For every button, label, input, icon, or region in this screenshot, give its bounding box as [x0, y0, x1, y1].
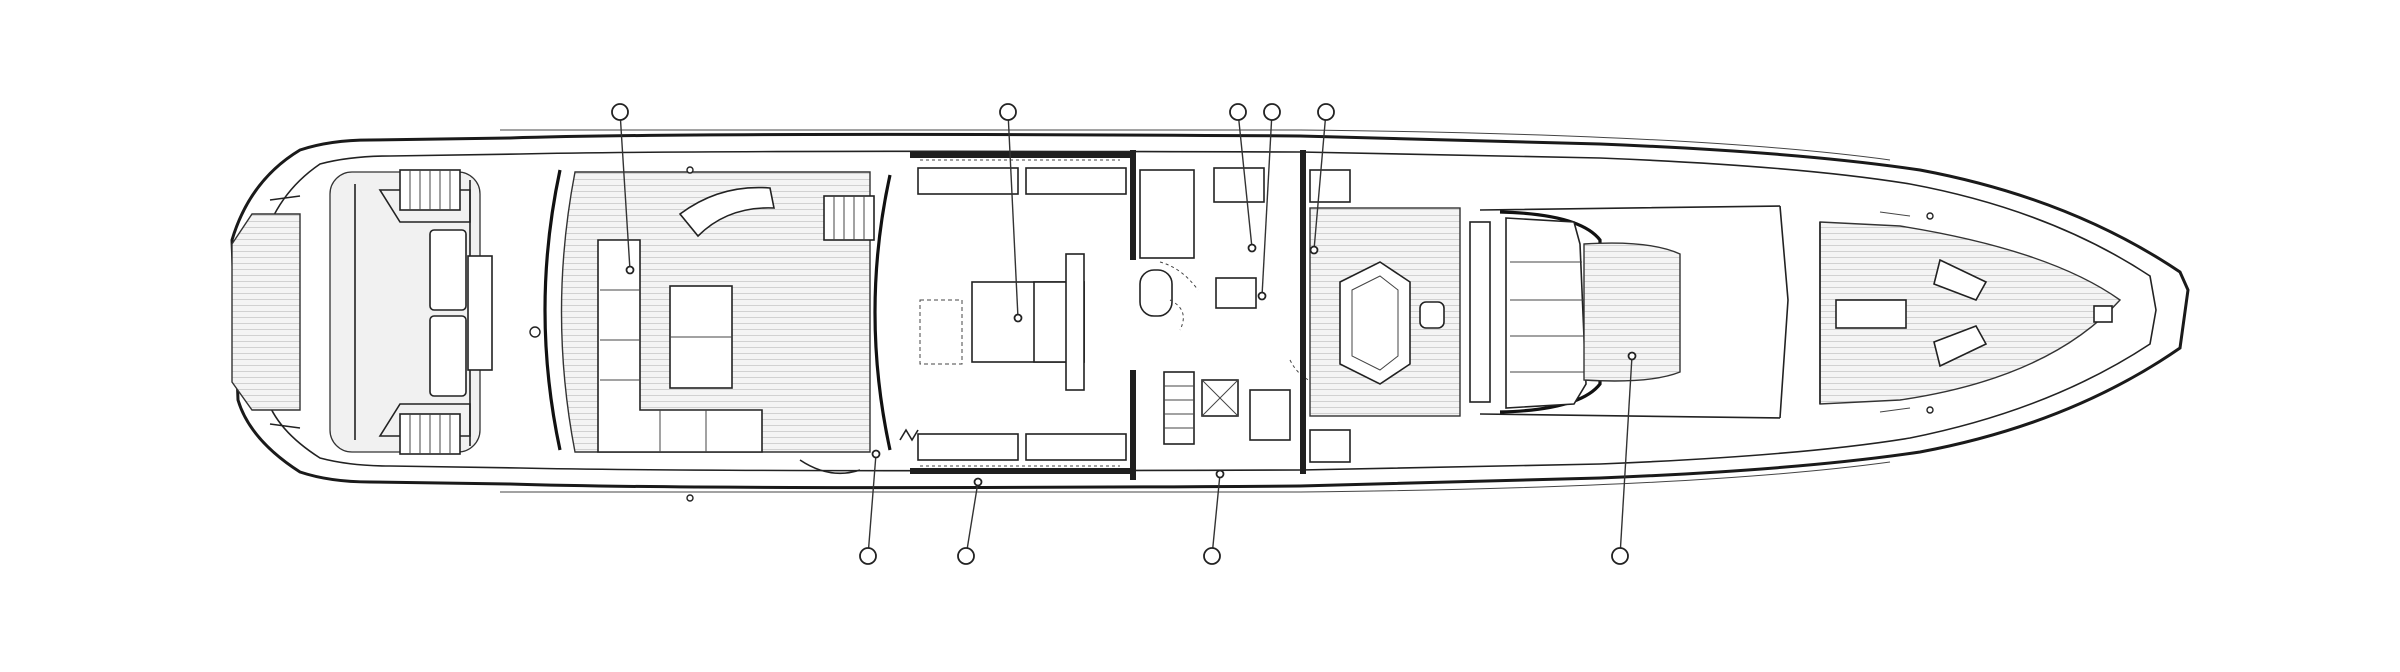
stairs-down: [1163, 371, 1195, 445]
callout-5-anchor: [1309, 245, 1319, 255]
callout-4-anchor: [1257, 291, 1267, 301]
callout-7-anchor: [973, 477, 983, 487]
callout-3: [1229, 103, 1257, 253]
saloon-curved-sofa: [678, 186, 775, 238]
wheelhouse-dash: [1469, 221, 1491, 403]
lower-partition: [910, 468, 1130, 474]
callout-6-leader: [867, 453, 877, 557]
callout-1-badge: [611, 103, 629, 121]
bow-sunpad: [1835, 299, 1907, 329]
callout-1-leader: [619, 111, 631, 271]
bow-lounger-top: [1933, 258, 1988, 301]
foredeck-lounge: [1479, 205, 1789, 419]
dashed-rug: [919, 299, 963, 365]
callout-9: [1611, 351, 1637, 565]
hull-inner-outline: [261, 150, 2157, 472]
callout-layer: [611, 103, 1637, 565]
callout-8-leader: [1211, 473, 1221, 557]
cabinet-top-left: [917, 167, 1019, 195]
upper-partition: [910, 152, 1130, 158]
callout-1-anchor: [625, 265, 635, 275]
callout-7-badge: [957, 547, 975, 565]
callout-9-badge: [1611, 547, 1629, 565]
callout-6: [859, 449, 881, 565]
aft-cockpit: [329, 169, 493, 455]
wheelhouse-bulkhead: [1300, 150, 1306, 474]
bow-lounger-bottom: [1933, 325, 1988, 368]
dining-bulkhead: [873, 174, 892, 451]
helm-seat: [1419, 301, 1445, 329]
callout-5-badge: [1317, 103, 1335, 121]
bow-anchor-hatch: [2093, 305, 2113, 323]
galley-counter: [1139, 169, 1195, 259]
wheelhouse-locker-top: [1309, 169, 1351, 203]
cabinet-bottom-right: [1025, 433, 1127, 461]
wheelhouse: [1300, 150, 1491, 474]
wheelhouse-locker-bottom: [1309, 429, 1351, 463]
bow-deck: [1819, 211, 2122, 414]
gunwale-line-lower: [500, 461, 1891, 493]
saloon-bulkhead-aft: [543, 169, 562, 451]
callout-1: [611, 103, 635, 275]
callout-4-leader: [1261, 111, 1273, 297]
callout-2-leader: [1007, 111, 1019, 319]
wc-2: [1215, 277, 1257, 309]
service-cabinet: [1249, 389, 1291, 441]
callout-4: [1257, 103, 1281, 301]
callout-7: [957, 477, 983, 565]
aft-sunpad-bottom: [429, 315, 467, 397]
callout-7-leader: [965, 481, 979, 557]
swim-platform-deck: [231, 213, 301, 411]
aft-stairs-top: [399, 169, 461, 211]
callout-2-badge: [999, 103, 1017, 121]
callout-3-leader: [1237, 111, 1253, 249]
foredeck-seating: [1505, 217, 1587, 409]
callout-3-badge: [1229, 103, 1247, 121]
callout-5-leader: [1313, 111, 1327, 251]
swim-platform-edge: [269, 195, 301, 429]
dining-area: [873, 152, 1130, 474]
callout-2: [999, 103, 1023, 323]
main-saloon: [529, 166, 875, 502]
callout-2-anchor: [1013, 313, 1023, 323]
saloon-bollard: [529, 326, 541, 338]
cabinet-top-right: [1025, 167, 1127, 195]
callout-5: [1309, 103, 1335, 255]
aft-table: [467, 255, 493, 371]
aft-stairs-bottom: [399, 413, 461, 455]
aft-cockpit-floor: [329, 171, 481, 453]
aft-sunpad-top: [429, 229, 467, 311]
helm-console: [1339, 261, 1411, 385]
saloon-stairs: [823, 195, 875, 241]
callout-4-badge: [1263, 103, 1281, 121]
callout-8-badge: [1203, 547, 1221, 565]
callout-8: [1203, 469, 1225, 565]
bathtub: [1213, 167, 1265, 203]
swim-platform: [231, 195, 301, 429]
wc-1: [1139, 269, 1173, 317]
sideboard: [1065, 253, 1085, 391]
callout-9-anchor: [1627, 351, 1637, 361]
callout-9-leader: [1619, 355, 1633, 557]
bow-floor: [1819, 221, 2122, 405]
callout-6-badge: [859, 547, 877, 565]
galley: [1130, 150, 1321, 480]
callout-3-anchor: [1247, 243, 1257, 253]
callout-8-anchor: [1215, 469, 1225, 479]
galley-wall-top: [1130, 150, 1136, 260]
cabinet-bottom-left: [917, 433, 1019, 461]
gunwale-line: [500, 129, 1891, 161]
saloon-sofa: [597, 239, 763, 453]
foredeck-sunpad: [1583, 242, 1681, 382]
galley-wall-bottom: [1130, 370, 1136, 480]
callout-6-anchor: [871, 449, 881, 459]
